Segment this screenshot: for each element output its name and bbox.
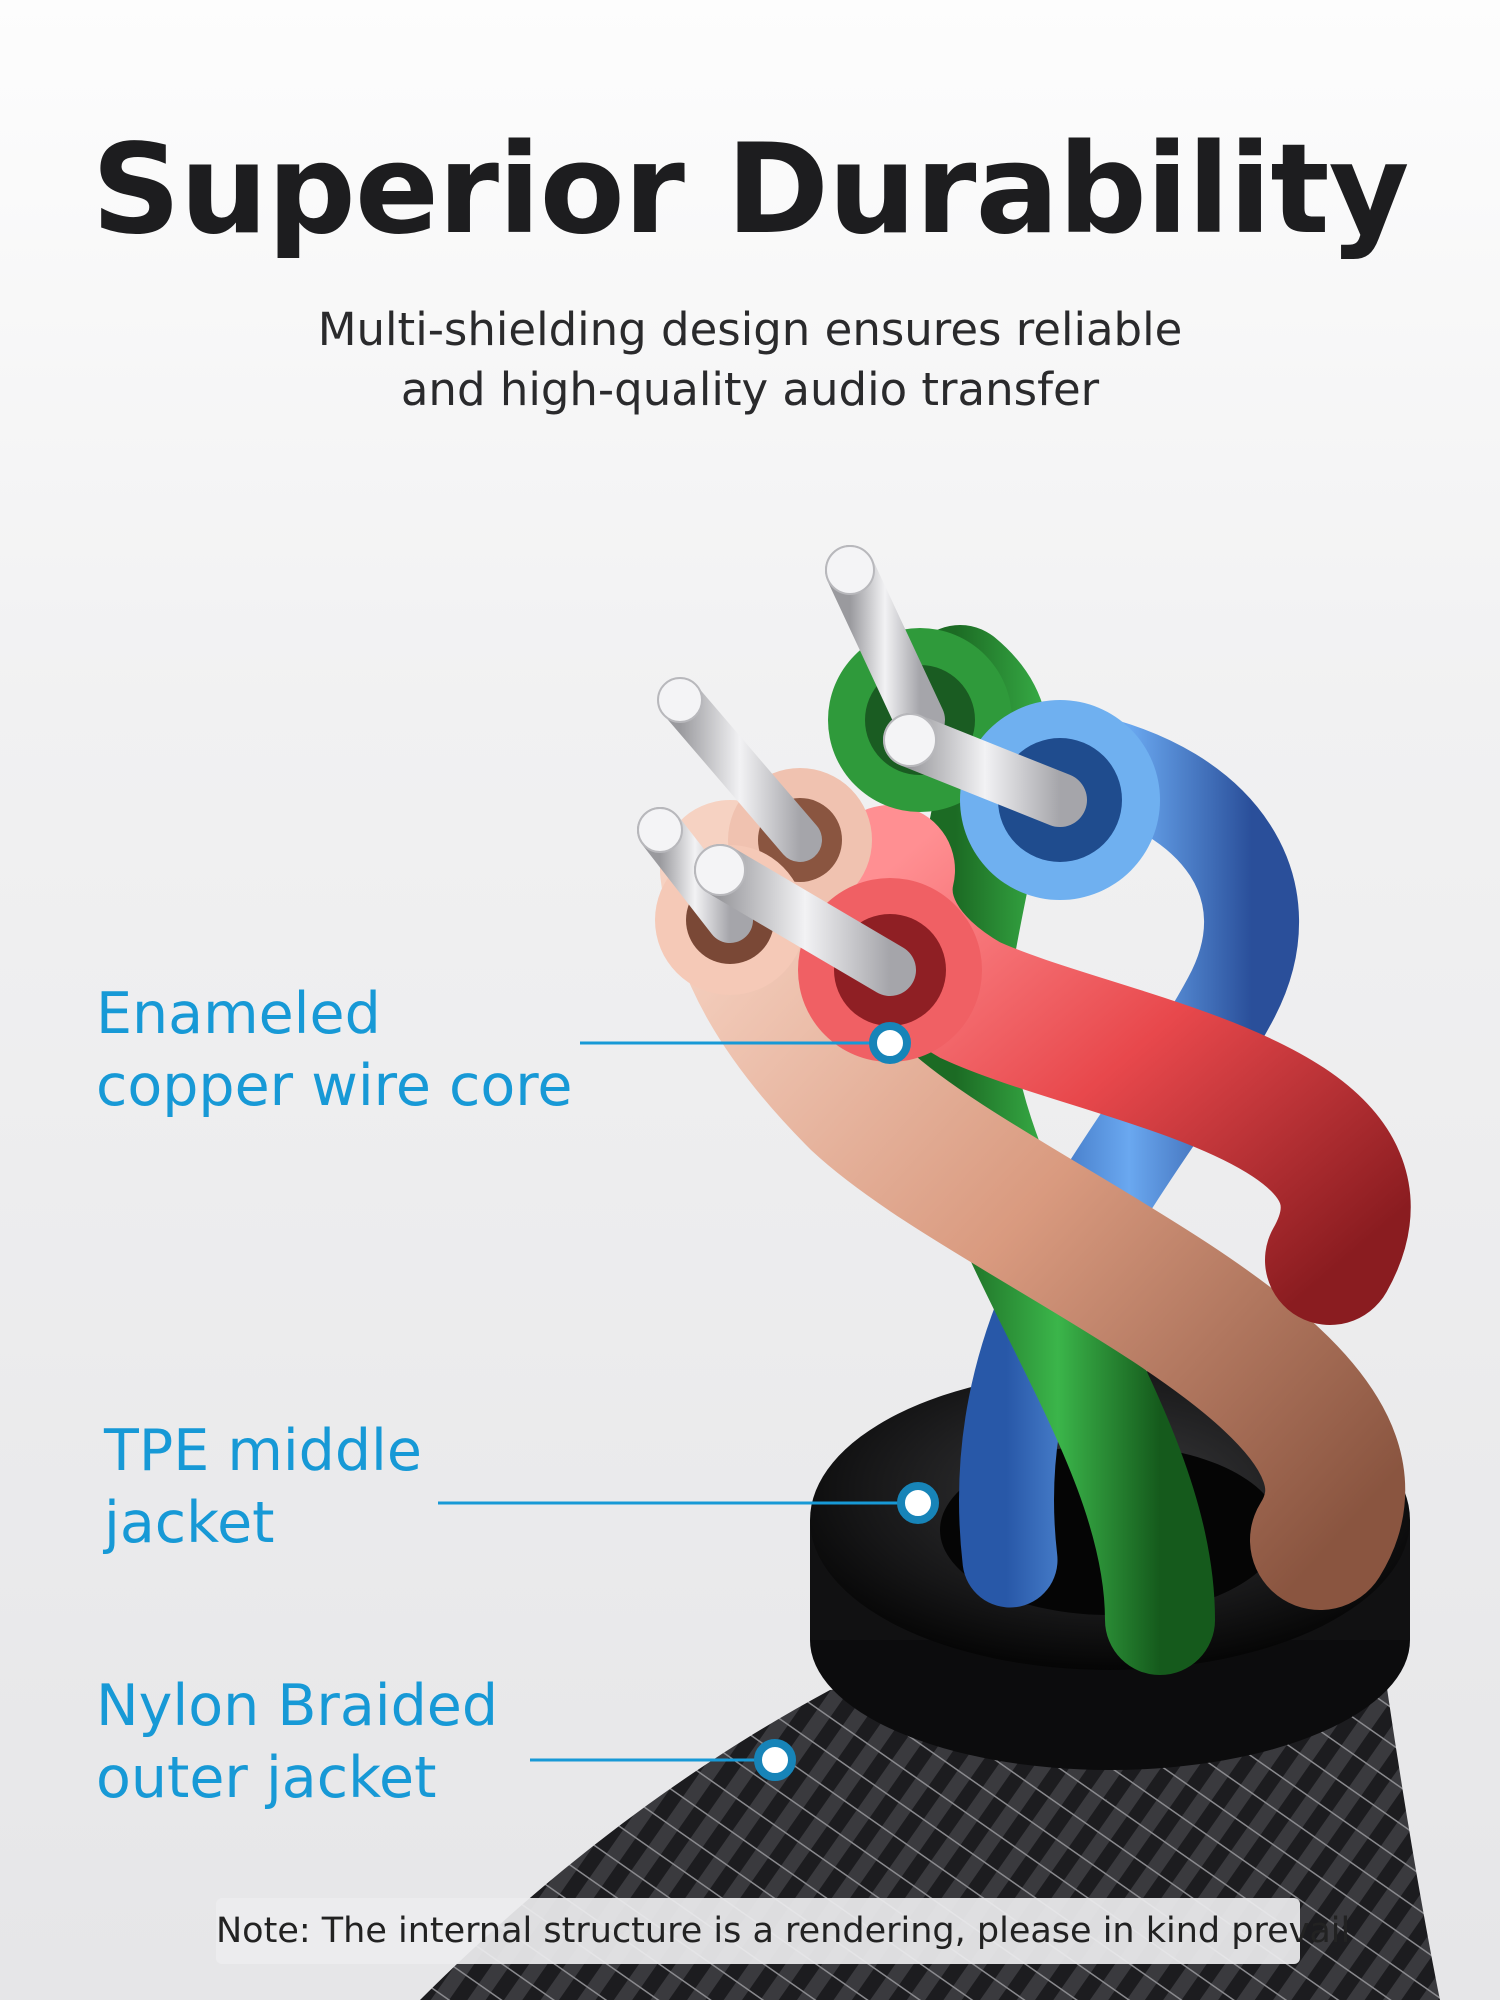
callout-dot-core [869, 1022, 911, 1064]
subtitle-line-1: Multi-shielding design ensures reliable [317, 303, 1183, 356]
callout-dot-braid [754, 1739, 796, 1781]
callout-nylon-jacket: Nylon Braided outer jacket [96, 1673, 499, 1811]
callout-dots [754, 1022, 939, 1781]
subtitle-line-2: and high-quality audio transfer [400, 363, 1100, 416]
callout-dot-tpe [897, 1482, 939, 1524]
callout-leaders [438, 1041, 918, 1762]
page-subtitle: Multi-shielding design ensures reliable … [250, 300, 1250, 420]
callout-tpe-jacket: TPE middle jacket [104, 1418, 422, 1556]
callout-copper-core: Enameled copper wire core [96, 981, 573, 1119]
conductor-tips [637, 545, 937, 896]
page-title: Superior Durability [91, 118, 1409, 262]
rendering-note: Note: The internal structure is a render… [216, 1898, 1350, 1964]
